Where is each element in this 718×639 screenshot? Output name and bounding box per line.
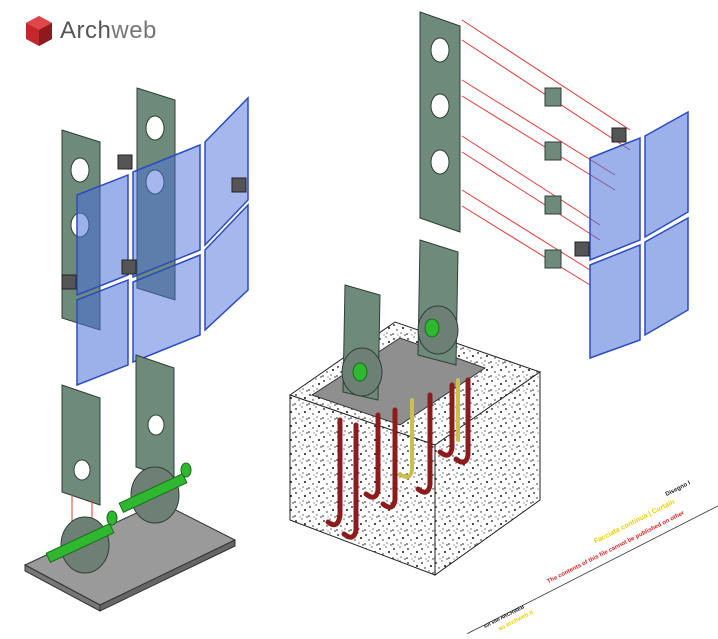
foundation-rebars xyxy=(325,377,471,540)
left-clevis-brackets xyxy=(45,462,192,574)
archweb-cube-icon xyxy=(26,16,52,46)
left-spider-fittings xyxy=(61,154,247,290)
archweb-logo[interactable]: Archweb xyxy=(24,14,157,48)
logo-brand-arch: Arch xyxy=(60,17,112,44)
left-glass-panels xyxy=(76,96,249,387)
logo-brand-web: web xyxy=(111,17,157,44)
logo-wordmark: Archweb xyxy=(60,17,157,45)
left-lower-fins xyxy=(61,354,175,506)
left-spider-assembly xyxy=(23,87,249,612)
title-block-line2: The contents of this file cannot be publ… xyxy=(546,510,686,585)
left-base-plate xyxy=(23,501,237,612)
foundation-block xyxy=(288,239,542,576)
right-glass-panels xyxy=(589,110,689,360)
title-block-line3: Disegno I xyxy=(665,480,692,498)
right-exploded-assembly xyxy=(419,11,689,360)
